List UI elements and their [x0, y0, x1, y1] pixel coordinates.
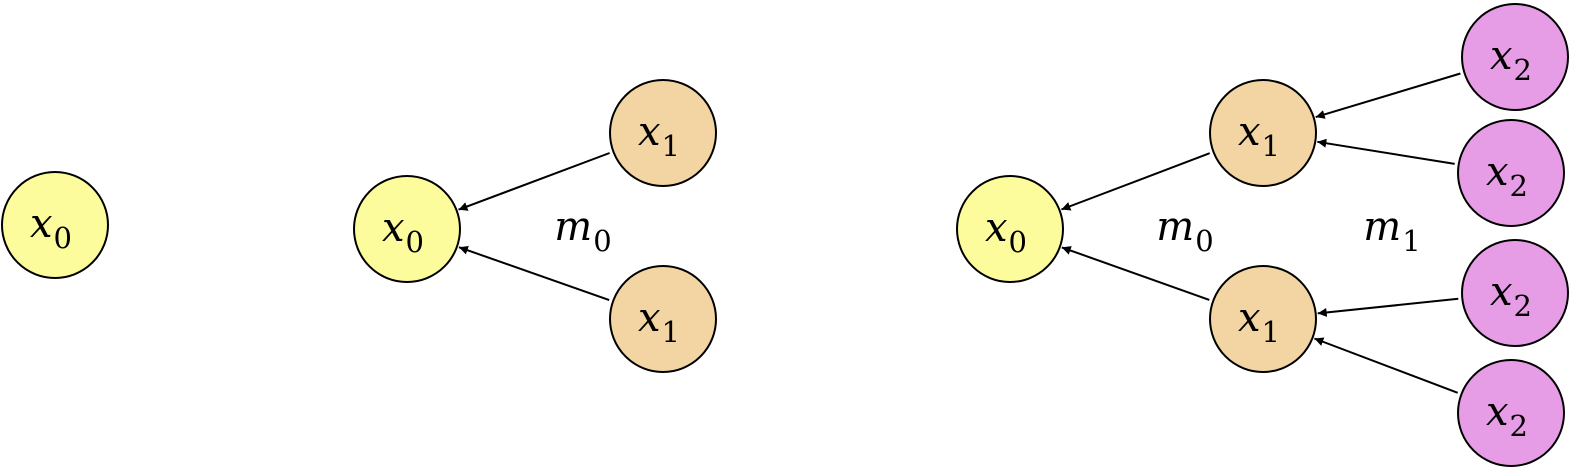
node-circle: [609, 79, 717, 187]
node-label-var: x: [1490, 33, 1513, 79]
node-circle: [1, 171, 109, 279]
node-label: x1: [638, 295, 680, 349]
node-label-subscript: 2: [1514, 289, 1532, 323]
message-label-m0-var: m: [554, 204, 592, 250]
node-circle: [1461, 239, 1569, 347]
node-label-subscript: 1: [662, 129, 680, 163]
node-label-subscript: 0: [406, 225, 424, 259]
node-label-var: x: [1486, 389, 1509, 435]
node-c6: x2: [1457, 359, 1565, 467]
node-circle: [1461, 3, 1569, 111]
node-label-subscript: 2: [1514, 53, 1532, 87]
node-circle: [609, 265, 717, 373]
node-label: x2: [1486, 389, 1528, 443]
node-label-var: x: [1486, 149, 1509, 195]
node-label: x1: [638, 109, 680, 163]
node-circle: [353, 175, 461, 283]
node-b1: x1: [609, 79, 717, 187]
node-c3: x2: [1461, 3, 1569, 111]
node-circle: [1209, 79, 1317, 187]
node-label-var: x: [638, 109, 661, 155]
node-c4: x2: [1457, 119, 1565, 227]
node-label-subscript: 0: [1009, 225, 1027, 259]
message-label-m1: m1: [1363, 204, 1420, 258]
node-circle: [1457, 119, 1565, 227]
node-label: x2: [1490, 33, 1532, 87]
node-c0: x0: [956, 175, 1064, 283]
node-circle: [956, 175, 1064, 283]
node-label: x1: [1238, 295, 1280, 349]
node-c5: x2: [1461, 239, 1569, 347]
arrow-b1-to-b0: [458, 152, 610, 211]
node-label-var: x: [382, 205, 405, 251]
node-b2: x1: [609, 265, 717, 373]
arrow-c5-to-c2: [1317, 297, 1459, 317]
message-label-m0-subscript: 0: [1195, 224, 1213, 258]
node-label-subscript: 1: [1262, 315, 1280, 349]
node-label-var: x: [985, 205, 1008, 251]
message-label-m1-subscript: 1: [1402, 224, 1420, 258]
node-c1: x1: [1209, 79, 1317, 187]
message-label-m0: m0: [1156, 204, 1213, 258]
node-label-subscript: 1: [1262, 129, 1280, 163]
message-label-m0: m0: [554, 204, 611, 258]
node-label-subscript: 1: [662, 315, 680, 349]
node-label: x2: [1486, 149, 1528, 203]
node-label-var: x: [1238, 295, 1261, 341]
arrow-c6-to-c2: [1314, 337, 1459, 394]
node-label: x0: [382, 205, 424, 259]
arrow-b2-to-b0: [458, 245, 610, 302]
message-label-m0-subscript: 0: [593, 224, 611, 258]
node-label-subscript: 0: [54, 221, 72, 255]
node-circle: [1457, 359, 1565, 467]
arrow-c2-to-c0: [1061, 246, 1210, 301]
node-label-var: x: [638, 295, 661, 341]
arrow-c4-to-c1: [1317, 138, 1455, 165]
node-c2: x1: [1209, 265, 1317, 373]
node-circle: [1209, 265, 1317, 373]
node-label: x2: [1490, 269, 1532, 323]
arrow-c3-to-c1: [1315, 72, 1461, 119]
node-a0: x0: [1, 171, 109, 279]
message-label-m0-var: m: [1156, 204, 1194, 250]
node-label: x0: [985, 205, 1027, 259]
node-label-subscript: 2: [1510, 409, 1528, 443]
node-b0: x0: [353, 175, 461, 283]
arrow-c1-to-c0: [1061, 152, 1211, 211]
node-label: x1: [1238, 109, 1280, 163]
message-label-m1-var: m: [1363, 204, 1401, 250]
node-label-var: x: [1490, 269, 1513, 315]
node-label-var: x: [1238, 109, 1261, 155]
node-label: x0: [30, 201, 72, 255]
node-label-var: x: [30, 201, 53, 247]
node-label-subscript: 2: [1510, 169, 1528, 203]
